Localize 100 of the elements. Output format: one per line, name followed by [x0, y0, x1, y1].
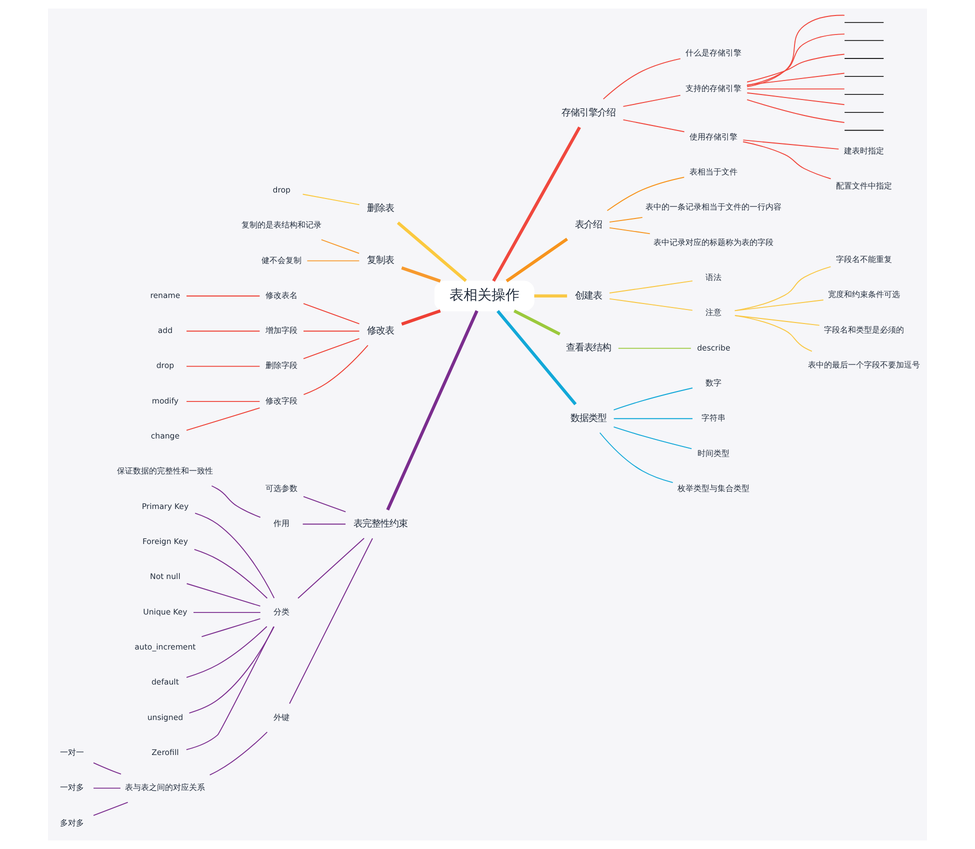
node-text: 数据类型: [570, 413, 606, 424]
connector: [746, 54, 845, 82]
node-text: 表中的一条记录相当于文件的一行内容: [646, 202, 782, 212]
node-text: drop: [272, 185, 290, 194]
connector: [746, 72, 845, 86]
node-line: [844, 130, 884, 131]
connector: [599, 432, 674, 484]
node-text: 宽度和约束条件可选: [828, 290, 900, 300]
connector: [186, 626, 274, 750]
node-text: 字段名和类型是必须的: [824, 325, 904, 334]
node-text: 修改表名: [266, 290, 298, 300]
connector: [186, 407, 260, 431]
node-text: 字符串: [702, 414, 726, 423]
node-text: describe: [697, 343, 730, 352]
node-text: drop: [156, 361, 174, 370]
node-text: rename: [150, 290, 180, 300]
node-text: 作用: [274, 519, 290, 528]
connector: [734, 300, 824, 312]
node-line: [844, 76, 884, 77]
connector: [618, 348, 692, 349]
node-text: 删除表: [366, 202, 394, 214]
node-text: 表相当于文件: [690, 167, 738, 176]
node-text: 查看表结构: [566, 342, 611, 354]
connector: [396, 222, 467, 282]
connector: [401, 266, 441, 283]
node-text: 多对多: [60, 818, 84, 828]
connector: [186, 330, 260, 332]
node-text: Foreign Key: [142, 537, 188, 546]
node-text: 健不会复制: [262, 256, 302, 265]
connector: [303, 338, 360, 360]
connector: [492, 126, 581, 282]
connector: [194, 548, 268, 599]
node-text: Zerofill: [152, 748, 179, 758]
node-text: 复制表: [366, 255, 394, 266]
connector: [746, 34, 845, 86]
node-text: 一对多: [60, 783, 84, 792]
connector: [302, 524, 346, 525]
connector: [298, 538, 365, 599]
node-text: 时间类型: [698, 448, 730, 458]
node-text: add: [158, 326, 173, 336]
node-text: modify: [152, 396, 179, 406]
connector: [211, 485, 261, 518]
node-text: default: [151, 678, 179, 687]
node-text: Unique Key: [143, 607, 188, 616]
connector: [93, 802, 128, 816]
node-line: [844, 112, 884, 113]
connector: [193, 612, 261, 613]
node-text: Primary Key: [142, 502, 189, 511]
node-text: unsigned: [147, 712, 184, 722]
connector: [320, 239, 360, 254]
connector: [746, 99, 845, 123]
connector: [746, 88, 845, 90]
node-text: 支持的存储引擎: [686, 84, 742, 93]
node-text: auto_increment: [134, 642, 196, 652]
node-text: 创建表: [574, 290, 602, 302]
connector: [303, 330, 360, 332]
connector: [602, 58, 681, 100]
connector: [289, 538, 373, 704]
connector: [401, 309, 441, 326]
connector: [746, 14, 845, 88]
connector: [188, 626, 275, 714]
node-line: [844, 22, 884, 23]
node-text: 字段名不能重复: [836, 254, 892, 264]
connector: [303, 344, 368, 396]
node-text: 表中的最后一个字段不要加逗号: [808, 360, 920, 370]
node-text: 保证数据的完整性和一致性: [117, 466, 214, 476]
node-text: Not null: [150, 572, 180, 582]
connector: [609, 217, 643, 222]
connector: [609, 227, 650, 234]
connector: [734, 266, 832, 312]
connector: [734, 315, 812, 352]
node-text: 外键: [274, 712, 290, 722]
connector: [609, 298, 693, 311]
connector: [186, 366, 260, 367]
node-text: 可选参数: [266, 484, 298, 493]
connector: [209, 732, 268, 776]
node-text: 删除字段: [266, 361, 298, 370]
connector: [746, 92, 845, 106]
connector: [609, 280, 693, 294]
node-text: 修改表: [366, 326, 394, 337]
connector: [606, 176, 685, 212]
connector: [613, 418, 693, 420]
connector: [386, 310, 478, 510]
node-text: 数字: [706, 378, 722, 388]
node-text: 表介绍: [574, 219, 602, 230]
node-line: [844, 58, 884, 59]
node-text: 注意: [706, 308, 722, 318]
connector: [201, 618, 261, 638]
node-text: 表中记录对应的标题称为表的字段: [654, 238, 774, 247]
connector: [93, 762, 122, 775]
connector: [496, 310, 577, 406]
connector: [303, 303, 360, 324]
node-text: 表完整性约束: [353, 518, 408, 530]
connector: [742, 141, 832, 180]
node-line: [844, 40, 884, 41]
connector: [534, 294, 568, 298]
connector: [306, 260, 360, 262]
node-text: 修改字段: [266, 396, 298, 406]
connector: [613, 388, 693, 410]
connector: [194, 512, 275, 598]
